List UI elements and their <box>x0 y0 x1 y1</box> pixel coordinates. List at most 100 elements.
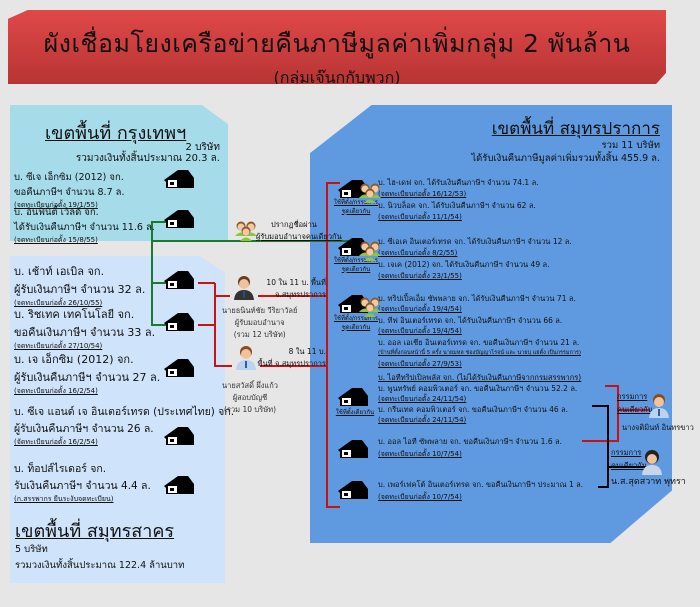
shared-label: ใช้ที่ตั้ง/กรรมการชุดเดียวกัน <box>332 314 380 332</box>
shared-label-a: ใช้ที่ตั้ง/กรรมการ <box>333 199 379 206</box>
company-text: บ. กรีนเทค คอมพิวเตอร์ จก. ขอคืนเงินภาษี… <box>378 404 568 414</box>
company-name: บ. เช้าท์ เอเบิล จก. <box>14 265 105 278</box>
company-text: บ. เพอร์เฟคโต้ อินเตอร์เทรด จก. ขอคืนเงิ… <box>378 480 584 489</box>
company-group-2: บ. ซีเอเค อินเตอร์เทรด จก. ได้รับเงินคืน… <box>378 236 572 282</box>
company-entry: บ. เช้าท์ เอเบิล จก. ผู้รับเงินภาษีฯ จำน… <box>14 262 145 309</box>
person1-link-1: 10 ใน 11 บ. พื้นที่ <box>266 278 326 287</box>
person1-caption: นายธนินท์ชัย วีริยาวัลย์ผู้รับมอบอำนาจ(ร… <box>222 305 297 341</box>
house-icon <box>164 210 194 228</box>
director1-name: นางจติมินท์ อินทรขาว <box>622 423 694 432</box>
company-entry: บ. เจ เอ็กซิม (2012) จก. ผู้รับเงินคืนภา… <box>14 350 160 397</box>
company-text: บ. เจเค (2012) จก. ได้รับเงินคืนภาษีฯ จำ… <box>378 260 550 269</box>
group-label-2: ผู้รับมอบอำนาจคนเดียวกัน <box>256 232 342 241</box>
company-text: บ. พูนทรัพย์ คอมพิวเตอร์ จก. ขอคืนเงินภา… <box>378 383 578 393</box>
company-amount: รับเงินคืนภาษีฯ จำนวน 4.4 ล. <box>14 480 151 492</box>
sakhon-heading: เขตพื้นที่ สมุทรสาคร <box>15 521 175 542</box>
company-text: บ. ออล เอเชีย อินเตอร์เทรด จก. ขอคืนเงิน… <box>378 338 580 347</box>
company-text: บ. นิวบล็อค จก. ได้รับเงินคืนภาษีฯ จำนวน… <box>378 201 536 210</box>
company-amount: ได้รับเงินคืนภาษีฯ จำนวน 11.6 ล. <box>14 222 155 233</box>
samutprakan-total: ได้รับเงินคืนภาษีมูลค่าเพิ่มรวมทั้งสิ้น … <box>471 153 660 164</box>
company-name: บ. อินฟินิตี้ เวิลด์ จก. <box>14 207 99 218</box>
black-links <box>592 405 645 488</box>
samutprakan-heading: เขตพื้นที่ สมุทรปราการ <box>491 119 660 139</box>
company-reg: (จดทะเบียนก่อตั้ง 26/10/55) <box>14 299 103 307</box>
person1-role: ผู้รับมอบอำนาจ <box>234 318 285 327</box>
bangkok-total: รวมวงเงินทั้งสิ้นประมาณ 20.3 ล. <box>75 153 220 164</box>
director2-label-2: คนเดียวกัน <box>611 461 647 470</box>
company-reg: (จดทะเบียนก่อตั้ง 19/1/55) <box>14 201 98 209</box>
company-reg: (จดทะเบียนก่อตั้ง 23/1/55) <box>378 271 462 280</box>
company-name: บ. เจ เอ็กซิม (2012) จก. <box>14 353 134 366</box>
person1-link-2: จ.สมุทรปราการ <box>274 290 326 299</box>
company-text: บ. ไฮ-เดฟ จก. ได้รับเงินคืนภาษีฯ จำนวน 7… <box>378 178 539 187</box>
company-reg: (จดทะเบียนก่อตั้ง 10/7/54) <box>378 493 462 501</box>
person2-count: (รวม 10 บริษัท) <box>223 405 277 414</box>
shared-label-b: ชุดเดียวกัน <box>341 208 371 215</box>
director2-icon <box>642 450 662 475</box>
director1-label: กรรมการคนเดียวกัน <box>617 390 653 416</box>
person-icon <box>236 346 256 370</box>
house-icon <box>164 271 194 289</box>
main-title: ผังเชื่อมโยงเครือข่ายคืนภาษีมูลค่าเพิ่มก… <box>43 29 631 58</box>
company-group-1: บ. ไฮ-เดฟ จก. ได้รับเงินคืนภาษีฯ จำนวน 7… <box>378 177 539 223</box>
person2-name: นายสวัสดิ์ ผึ่งแก้ว <box>222 381 278 390</box>
company-reg: (จดทะเบียนก่อตั้ง 10/7/54) <box>378 450 462 458</box>
person2-link: 8 ใน 11 บ. พื้นที่ จ.สมุทรปราการ <box>258 346 326 370</box>
group-label: ปรากฏชื่อผ่านผู้รับมอบอำนาจคนเดียวกัน <box>256 219 342 243</box>
bangkok-heading: เขตพื้นที่ กรุงเทพฯ <box>45 123 187 144</box>
company-text: บ. ซีเอเค อินเตอร์เทรด จก. ได้รับเงินคืน… <box>378 237 572 246</box>
director1-label-2: คนเดียวกัน <box>617 405 653 414</box>
company-reg: (จดทะเบียนก่อตั้ง 8/2/55) <box>378 248 458 257</box>
company-group-5: บ. ออล ไอที ซัพพลาย จก. ขอคืนเงินภาษีฯ จ… <box>378 436 562 460</box>
company-entry: บ. ท็อปส์ไรเดอร์ จก. รับเงินคืนภาษีฯ จำน… <box>14 460 151 505</box>
company-group-4: บ. ไอทีทริปเปิลพลัส จก. (ไม่ได้รับเงินคื… <box>378 373 581 426</box>
person2-role: ผู้สอบบัญชี <box>232 393 268 402</box>
company-reg: (ก.สรรพากร ยืนระงับจดทะเบียน) <box>14 495 114 503</box>
person1-link: 10 ใน 11 บ. พื้นที่จ.สมุทรปราการ <box>266 277 326 301</box>
company-text: บ. ทีฟ อินเตอร์เทรด จก. ได้รับเงินคืนภาษ… <box>378 316 563 325</box>
samut-sakhon-panel <box>10 256 225 583</box>
group-people-icon <box>235 222 257 242</box>
director2-label-1: กรรมการ <box>611 448 642 457</box>
company-entry: บ. ซีเจ เอ็กซิม (2012) จก. ขอคืนภาษีฯ จำ… <box>14 170 124 211</box>
group-label-1: ปรากฏชื่อผ่าน <box>271 220 317 229</box>
house-icon <box>338 388 368 406</box>
shared-label-a: ใช้ที่ตั้ง/กรรมการ <box>333 257 379 264</box>
company-text: บ. ทริปเปิ้ลเอ็ม ซัพพลาย จก. ได้รับเงินค… <box>378 294 576 303</box>
company-reg: (จดทะเบียนก่อตั้ง 15/8/55) <box>14 236 98 244</box>
company-group-6: บ. เพอร์เฟคโต้ อินเตอร์เทรด จก. ขอคืนเงิ… <box>378 479 583 503</box>
company-group-3: บ. ทริปเปิ้ลเอ็ม ซัพพลาย จก. ได้รับเงินค… <box>378 293 581 370</box>
samutprakan-count: รวม 11 บริษัท <box>601 140 660 151</box>
person2-link-1: 8 ใน 11 บ. <box>288 347 326 356</box>
company-amount: ขอคืนเงินภาษีฯ จำนวน 33 ล. <box>14 326 156 339</box>
house-icon <box>164 170 194 188</box>
shared-label-b: ชุดเดียวกัน <box>341 324 371 331</box>
company-reg: (จดทะเบียนก่อตั้ง 16/2/54) <box>14 387 98 395</box>
director1-icon <box>649 394 669 418</box>
company-reg: (จัดทะเบียนก่อตั้ง 16/2/54) <box>14 438 98 446</box>
company-reg: (จดทะเบียนก่อตั้ง 19/4/54) <box>378 327 462 335</box>
red-links <box>198 182 650 508</box>
person2-caption: นายสวัสดิ์ ผึ่งแก้วผู้สอบบัญชี (รวม 10 บร… <box>222 380 278 416</box>
company-name: บ. ซีเจ แอนด์ เจ อินเตอร์เทรด (ประเทศไทย… <box>14 406 235 418</box>
house-icon <box>338 481 368 499</box>
company-entry: บ. ริชเทค เทคโนโลยี จก. ขอคืนเงินภาษีฯ จ… <box>14 305 155 352</box>
house-icon <box>164 476 194 494</box>
company-entry: บ. ซีเจ แอนด์ เจ อินเตอร์เทรด (ประเทศไทย… <box>14 403 234 448</box>
subtitle: (กลุ่มเจ๊นกกับพวก) <box>273 68 401 87</box>
shared-address-label: ใช้ที่ตั้งเดียวกัน <box>335 409 375 416</box>
company-reg: (จดทะเบียนก่อตั้ง 27/9/53) <box>378 360 462 368</box>
director2-name: น.ส.สุดสวาท พุทรา <box>611 477 686 487</box>
house-icon <box>164 313 194 331</box>
company-reg: (จดทะเบียนก่อตั้ง 24/11/54) <box>378 395 467 403</box>
house-icon <box>164 359 194 377</box>
bangkok-count: 2 บริษัท <box>185 142 220 153</box>
company-amount: ผู้รับเงินภาษีฯ จำนวน 32 ล. <box>14 283 146 296</box>
company-reg: (จดทะเบียนก่อตั้ง 24/11/54) <box>378 416 467 424</box>
company-reg: (จดทะเบียนก่อตั้ง 16/12/53) <box>378 189 467 198</box>
person2-link-2: พื้นที่ จ.สมุทรปราการ <box>257 359 326 368</box>
company-name: บ. ท็อปส์ไรเดอร์ จก. <box>14 463 107 475</box>
company-entry: บ. อินฟินิตี้ เวิลด์ จก. ได้รับเงินคืนภา… <box>14 205 155 246</box>
